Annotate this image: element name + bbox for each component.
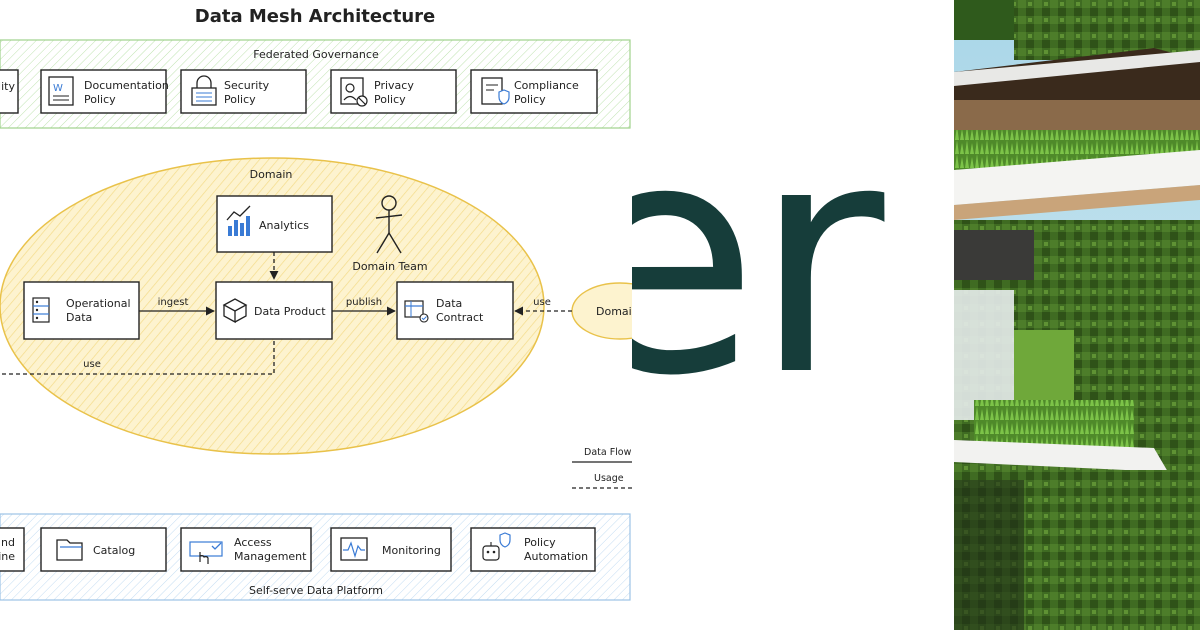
data-product-label: Data Product (254, 305, 326, 318)
platform-box-policy-automation: Policy Automation (470, 527, 596, 572)
edge-use-external-label: use (533, 297, 551, 308)
legend-data-flow-label: Data Flow (584, 447, 632, 458)
edge-use-bottom (0, 341, 275, 375)
platform-box-access-management: Access Management (180, 527, 312, 572)
lock-icon (191, 75, 217, 106)
platform-item-label: Automation (524, 550, 588, 563)
platform-item-label: gine (0, 550, 15, 563)
legend: Data Flow Usage (572, 447, 632, 489)
platform-box-catalog: Catalog (40, 527, 167, 572)
policy-label: Policy (224, 93, 256, 106)
contract-icon (404, 300, 429, 323)
platform-item-label: Access (234, 536, 272, 549)
svg-text:W: W (53, 83, 63, 94)
analytics-node: Analytics (216, 195, 333, 253)
operational-label: Data (66, 311, 92, 324)
brand-wordmark: er (632, 74, 884, 446)
data-product-node: Data Product (215, 281, 333, 340)
database-icon (32, 297, 50, 323)
operational-label: Operational (66, 297, 131, 310)
policy-box-quality: ility (0, 69, 19, 114)
folder-icon (56, 539, 83, 561)
edge-publish-label: publish (346, 297, 382, 308)
package-icon (222, 298, 248, 324)
platform-item-label: Policy (524, 536, 556, 549)
policy-label: Privacy (374, 79, 414, 92)
data-mesh-diagram: Data Mesh Architecture Federated Governa… (0, 6, 632, 601)
platform-item-label: Monitoring (382, 544, 441, 557)
wordmark-panel: er (632, 0, 954, 630)
data-contract-node: Data Contract (396, 281, 514, 340)
robot-shield-icon (482, 532, 511, 561)
policy-box-privacy: Privacy Policy (330, 69, 457, 114)
platform-label: Self-serve Data Platform (249, 584, 383, 597)
legend-usage-label: Usage (594, 473, 624, 484)
monitor-waveform-icon (340, 537, 368, 561)
contract-label: Contract (436, 311, 484, 324)
edge-ingest-label: ingest (158, 297, 189, 308)
compliance-shield-icon (481, 77, 510, 105)
policy-box-documentation: W Documentation Policy (40, 69, 169, 114)
policy-label: ility (0, 80, 15, 93)
chart-icon (226, 205, 251, 236)
policy-label: Policy (84, 93, 116, 106)
domain-label: Domain (250, 168, 293, 181)
document-icon: W (48, 76, 74, 106)
platform-item-label: Catalog (93, 544, 135, 557)
policy-label: Compliance (514, 79, 579, 92)
external-domain-label: Domain (596, 305, 632, 318)
governance-label: Federated Governance (253, 48, 379, 61)
minecraft-house-screenshot (954, 0, 1200, 630)
diagram-panel: Data Mesh Architecture Federated Governa… (0, 6, 632, 601)
operational-data-node: Operational Data (23, 281, 140, 340)
policy-box-compliance: Compliance Policy (470, 69, 598, 114)
platform-box-monitoring: Monitoring (330, 527, 452, 572)
analytics-label: Analytics (259, 219, 309, 232)
voxel-scene-image (954, 0, 1200, 630)
access-check-icon (189, 541, 223, 564)
policy-label: Policy (514, 93, 546, 106)
diagram-title: Data Mesh Architecture (195, 6, 435, 27)
platform-item-label: nd (1, 536, 15, 549)
contract-label: Data (436, 297, 462, 310)
privacy-user-icon (340, 77, 368, 107)
policy-label: Security (224, 79, 270, 92)
policy-box-security: Security Policy (180, 69, 307, 114)
platform-item-label: Management (234, 550, 307, 563)
external-domain: Domain (571, 282, 632, 340)
platform-box-query-engine: nd gine (0, 527, 25, 572)
policy-label: Policy (374, 93, 406, 106)
policy-label: Documentation (84, 79, 169, 92)
domain-team-label: Domain Team (352, 260, 427, 273)
domain-team-icon (375, 195, 403, 254)
edge-use-bottom-label: use (83, 359, 101, 370)
